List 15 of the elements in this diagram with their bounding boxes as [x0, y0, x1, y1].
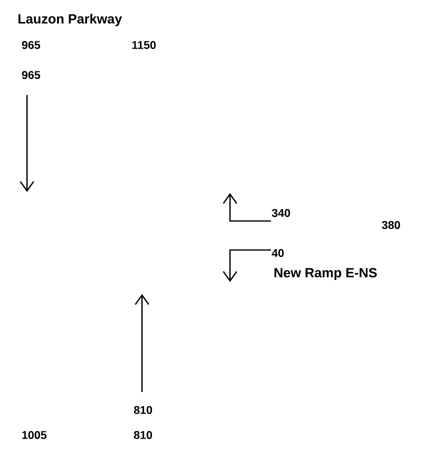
- volume-label: 340: [272, 209, 290, 218]
- text-label: New Ramp E-NS: [274, 268, 377, 280]
- text-label: 380: [382, 221, 400, 230]
- text-label: 810: [134, 431, 152, 439]
- volume-label: 810: [134, 406, 152, 414]
- arrow: [20, 95, 34, 192]
- text-label: 965: [22, 41, 40, 49]
- volume-label: 965: [22, 71, 40, 80]
- arrow: [134, 294, 150, 392]
- arrow: [222, 249, 271, 282]
- text-label: Lauzon Parkway: [18, 14, 122, 26]
- text-label: 1005: [22, 431, 46, 439]
- arrow: [222, 193, 271, 222]
- volume-label: 40: [272, 249, 284, 258]
- text-label: 1150: [132, 41, 156, 49]
